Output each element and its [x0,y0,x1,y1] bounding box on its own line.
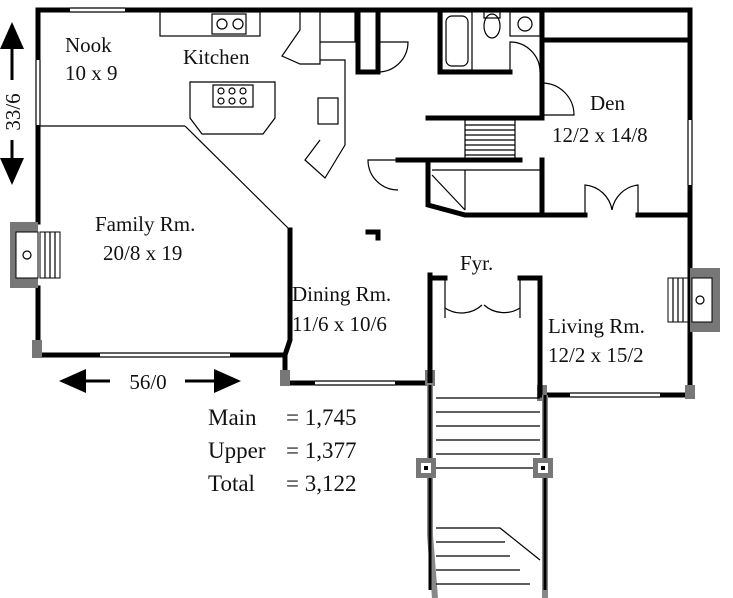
bathroom-fixtures [441,11,541,71]
foyer-label: Fyr. [460,251,493,275]
area-upper-label: Upper [208,438,266,463]
width-dimension: 56/0 [129,370,166,394]
area-total-value: = 3,122 [286,471,356,496]
fireplaces [10,222,720,332]
area-main-value: = 1,745 [286,405,356,430]
living-room-label: Living Rm. [548,314,645,338]
area-main-label: Main [208,405,257,430]
dining-room-size: 11/6 x 10/6 [292,312,387,336]
area-upper-value: = 1,377 [286,438,356,463]
kitchen-label: Kitchen [183,45,250,69]
nook-size: 10 x 9 [65,61,118,85]
den-size: 12/2 x 14/8 [552,123,648,147]
dining-room-label: Dining Rm. [292,282,391,306]
area-summary: Main = 1,745 Upper = 1,377 Total = 3,122 [208,405,356,496]
nook-label: Nook [65,33,112,57]
doors [367,41,639,318]
den-label: Den [590,91,625,115]
interior-stairs [431,119,540,211]
living-room-size: 12/2 x 15/2 [548,343,644,367]
family-room-size: 20/8 x 19 [103,241,182,265]
kitchen-cabinets [159,11,356,179]
area-total-label: Total [208,471,255,496]
entry-stairs [416,383,553,598]
depth-dimension: 33/6 [1,93,25,130]
dimension-arrows [0,22,241,393]
family-room-outline [38,125,291,231]
family-room-label: Family Rm. [95,212,195,236]
